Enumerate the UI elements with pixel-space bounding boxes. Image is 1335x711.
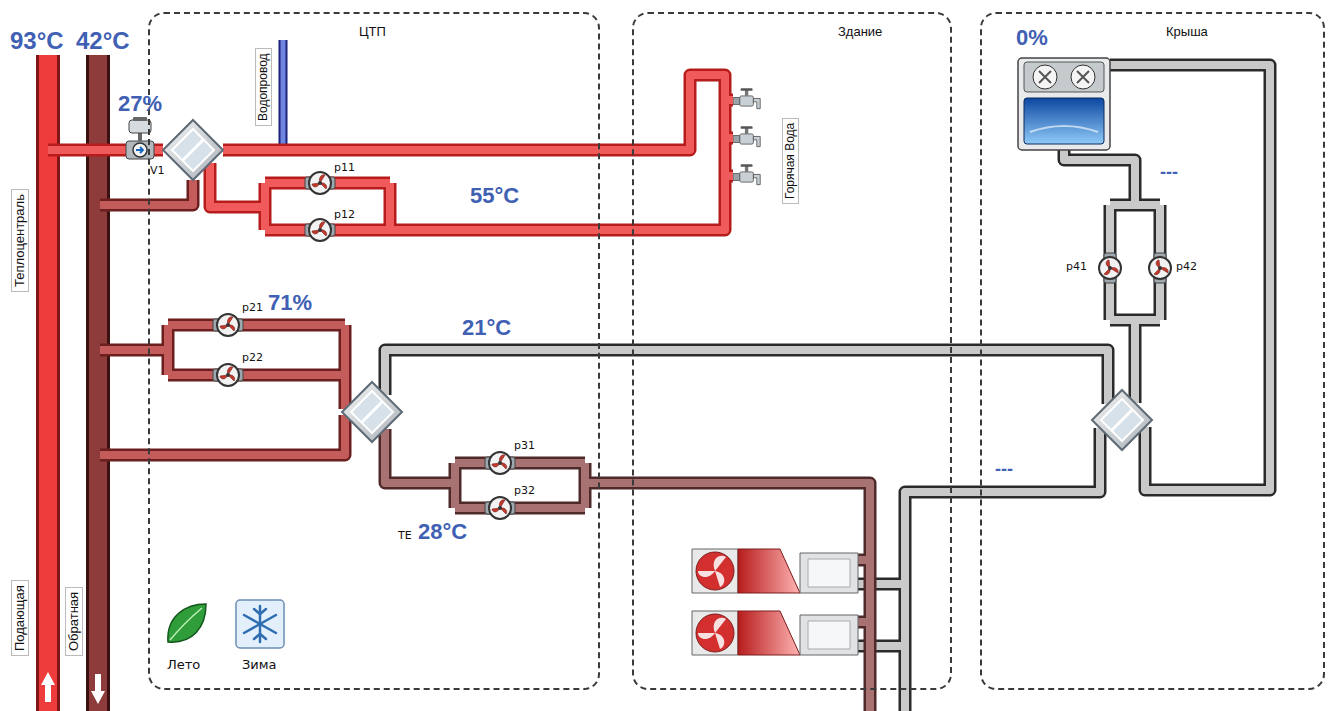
outlet-label: Горячая Вода [782,118,799,204]
pump-label: p42 [1176,261,1197,273]
sensor-label: TE [398,530,412,542]
zone-region: Крыша [980,12,1325,690]
temperature-reading: 93°C [10,28,64,54]
mode-label: Зима [242,658,277,672]
pump-label: p11 [334,162,355,174]
temperature-reading: 42°C [76,28,130,54]
pump-label: p31 [514,440,535,452]
pipe-label: Подающая [11,580,29,656]
temperature-reading: 55°C [470,184,519,208]
mode-label: Лето [167,658,200,672]
pipe-label: Водопровод [255,48,272,126]
temperature-reading: 21°C [462,316,511,340]
fan-speed: 0% [1016,26,1048,50]
zone-region: Здание [632,12,952,690]
pump-label: p41 [1066,261,1087,273]
main-label: Теплоцентраль [11,189,29,292]
pump-label: p21 [242,302,263,314]
pump-speed: 71% [268,291,312,315]
zone-heading: Здание [835,24,885,40]
pump-label: p22 [242,352,263,364]
temperature-reading: --- [1160,163,1178,183]
temperature-reading: 28°C [418,520,467,544]
pump-label: p12 [334,209,355,221]
zone-heading: ЦТП [356,24,389,40]
pump-label: p32 [514,485,535,497]
temperature-reading: --- [995,460,1013,480]
valve-position: 27% [118,92,162,116]
zone-heading: Крыша [1163,24,1211,40]
zone-region: ЦТП [148,12,600,690]
valve-label: V1 [150,165,165,177]
pipe-label: Обратная [65,587,83,656]
